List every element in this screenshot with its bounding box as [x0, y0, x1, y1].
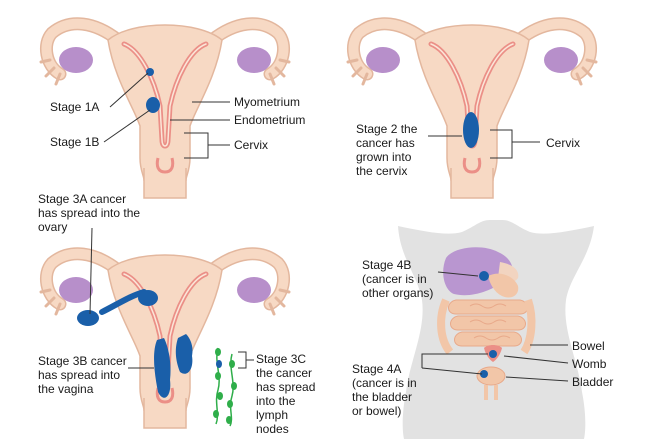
label-myometrium: Myometrium	[234, 95, 301, 109]
panel-stage-2	[348, 24, 596, 198]
label-stage-4a: Stage 4A (cancer is in the bladder or bo…	[352, 362, 417, 418]
label-cervix-panel-2: Cervix	[546, 136, 581, 150]
stage-4b-tumour	[479, 271, 489, 281]
label-stage-3b: Stage 3B cancer has spread into the vagi…	[38, 354, 127, 396]
label-stage-1b: Stage 1B	[50, 135, 100, 149]
label-stage-2: Stage 2 the cancer has grown into the ce…	[356, 122, 418, 178]
stage-3b-tumour	[154, 338, 171, 398]
label-cervix-panel-1: Cervix	[234, 138, 269, 152]
stage-4a-tumour	[480, 370, 488, 378]
panel-stage-1	[41, 24, 289, 198]
label-bladder: Bladder	[572, 375, 614, 389]
stage-3a-tumour	[77, 310, 99, 326]
label-stage-3a: Stage 3A cancer has spread into the ovar…	[38, 192, 141, 234]
stage-1a-tumour	[146, 68, 154, 76]
label-endometrium: Endometrium	[234, 113, 306, 127]
panel-stage-3	[41, 227, 289, 428]
label-womb: Womb	[572, 357, 607, 371]
label-stage-1a: Stage 1A	[50, 100, 100, 114]
stage-2-tumour	[463, 112, 479, 148]
label-stage-4b: Stage 4B (cancer is in other organs)	[362, 258, 434, 300]
label-stage-3c: Stage 3C the cancer has spread into the …	[256, 352, 316, 436]
lymph-node-chain	[213, 347, 237, 427]
panel-stage-4	[398, 220, 594, 439]
bowel	[437, 298, 536, 355]
label-bowel: Bowel	[572, 339, 605, 353]
stage-1b-tumour	[146, 97, 160, 113]
